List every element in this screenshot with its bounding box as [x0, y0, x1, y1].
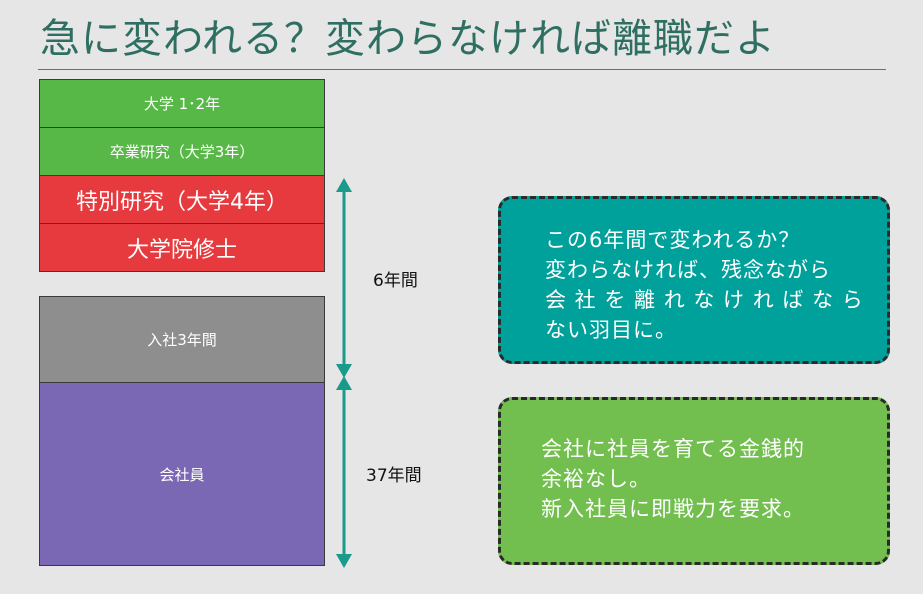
six-years-arrow-icon — [336, 178, 352, 378]
note-line: この6年間で変われるか？ — [545, 228, 801, 252]
block-first-3-years: 入社3年間 — [39, 296, 325, 383]
note-line: 新入社員に即戦力を要求。 — [541, 497, 805, 521]
block-special-research: 特別研究（大学4年） — [39, 175, 325, 224]
block-graduation-research: 卒業研究（大学3年） — [39, 127, 325, 176]
note-line: 会社に社員を育てる金銭的 — [541, 437, 805, 461]
note-line: ない羽目に。 — [545, 318, 677, 342]
thirty-seven-years-label: 37年間 — [366, 466, 422, 486]
note-line: 会 社 を 離 れ な け れ ば な ら — [545, 288, 864, 312]
note-change-warning: この6年間で変われるか？ 変わらなければ、残念ながら 会 社 を 離 れ な け… — [498, 196, 890, 364]
block-employee: 会社員 — [39, 382, 325, 566]
page-title: 急に変われる？変わらなければ離職だよ — [40, 16, 776, 62]
block-masters: 大学院修士 — [39, 223, 325, 272]
block-university-1-2: 大学 1･2年 — [39, 79, 325, 128]
thirty-seven-years-arrow-icon — [336, 376, 352, 568]
six-years-label: 6年間 — [373, 271, 418, 291]
note-company-expectation: 会社に社員を育てる金銭的 余裕なし。 新入社員に即戦力を要求。 — [498, 397, 890, 565]
title-divider — [38, 69, 886, 70]
note-line: 余裕なし。 — [541, 467, 651, 491]
note-line: 変わらなければ、残念ながら — [545, 258, 831, 282]
